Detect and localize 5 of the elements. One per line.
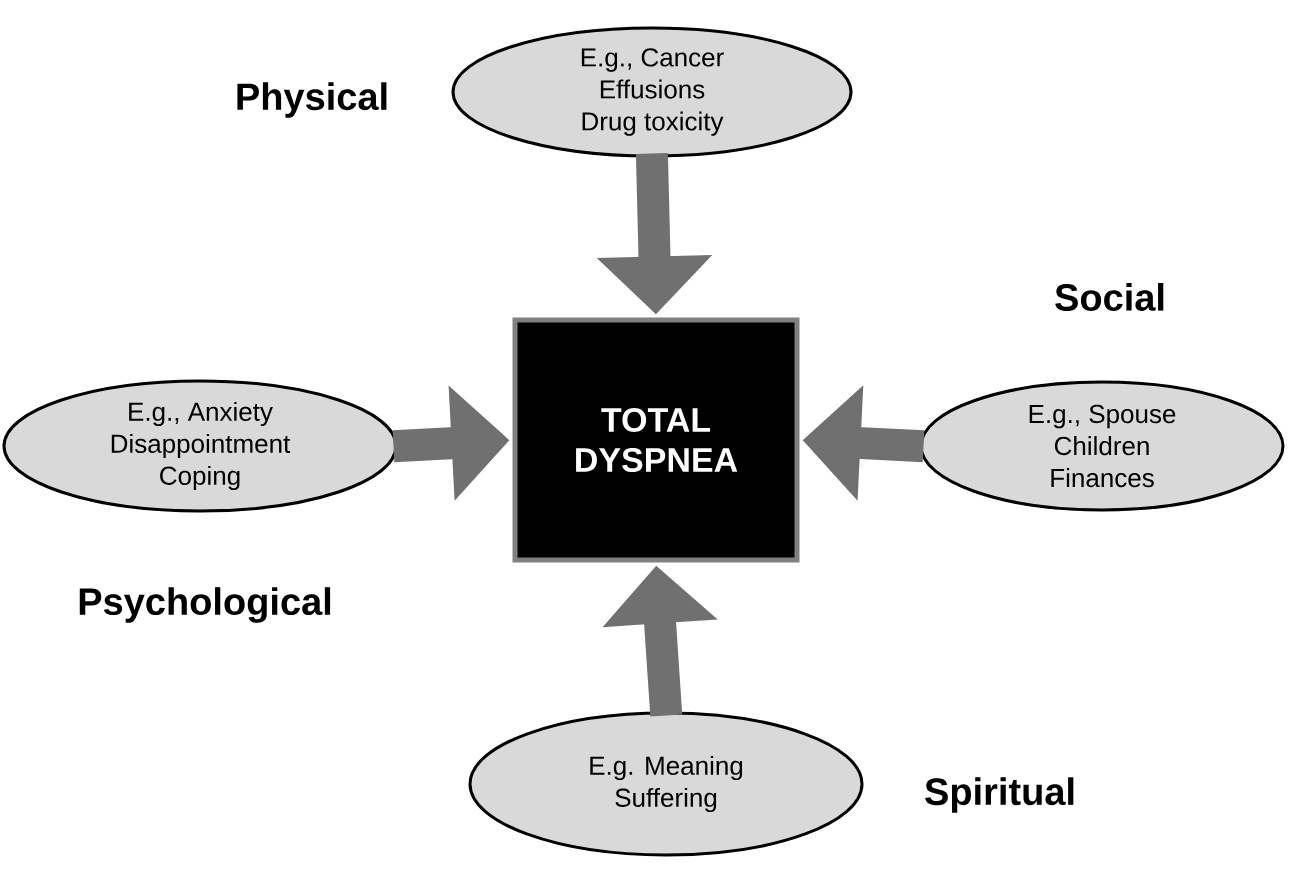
category-heading: Social <box>1055 283 1164 311</box>
category-heading: Spiritual <box>925 777 1074 813</box>
category-heading: Psychological <box>79 587 331 623</box>
center-box: TOTAL DYSPNEA <box>512 317 800 563</box>
category-heading: Physical <box>237 82 387 118</box>
